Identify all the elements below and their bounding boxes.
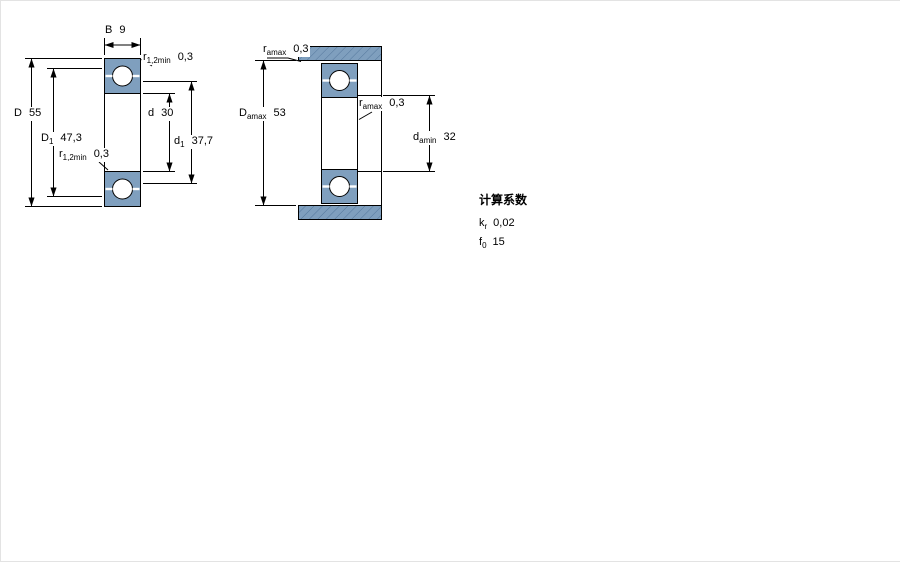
- dim-value: 32: [443, 131, 456, 143]
- dim-symbol: d: [174, 135, 181, 147]
- ball-bottom: [112, 178, 133, 200]
- dim-value: 30: [161, 107, 174, 119]
- shaft-block-bottom: [298, 205, 382, 220]
- factor-symbol: f: [479, 236, 483, 249]
- left-view-cross-section: [25, 38, 197, 207]
- dim-symbol: r: [263, 43, 267, 55]
- dim-symbol: D: [239, 107, 247, 119]
- dim-symbol: B: [105, 24, 113, 36]
- dim-symbol: D: [14, 107, 22, 119]
- dim-symbol: D: [41, 132, 49, 144]
- dim-value: 37,7: [191, 135, 213, 147]
- factor-value: 0,02: [493, 217, 515, 229]
- leader-line-ra-top: [267, 57, 302, 62]
- ball-bottom: [329, 176, 350, 197]
- dim-symbol: r: [59, 148, 63, 160]
- dim-value: 0,3: [93, 148, 109, 160]
- housing-block-top: [298, 46, 382, 61]
- dim-symbol: d: [148, 107, 155, 119]
- dim-value: 55: [28, 107, 42, 119]
- dim-symbol: d: [413, 131, 420, 143]
- ball-top: [329, 70, 350, 91]
- leader-line-r-bottom: [98, 161, 109, 171]
- factor-symbol: k: [479, 217, 485, 229]
- dim-label-D: D 55: [13, 107, 43, 122]
- calculation-factors-title: 计算系数: [479, 193, 528, 207]
- dim-value: 0,3: [177, 51, 193, 63]
- dim-value: 0,3: [293, 43, 309, 55]
- ball-top: [112, 65, 133, 87]
- dim-value: 0,3: [389, 97, 405, 109]
- dim-value: 53: [273, 107, 286, 119]
- dim-symbol: r: [359, 97, 363, 109]
- dim-symbol: r: [143, 51, 147, 63]
- factor-value: 15: [492, 236, 505, 249]
- right-view-mounting: [255, 46, 435, 220]
- leader-line-ra-mid: [358, 111, 373, 120]
- dim-label-d: d 30: [147, 107, 175, 122]
- dim-value: 9: [119, 24, 126, 36]
- dim-value: 47,3: [60, 132, 82, 144]
